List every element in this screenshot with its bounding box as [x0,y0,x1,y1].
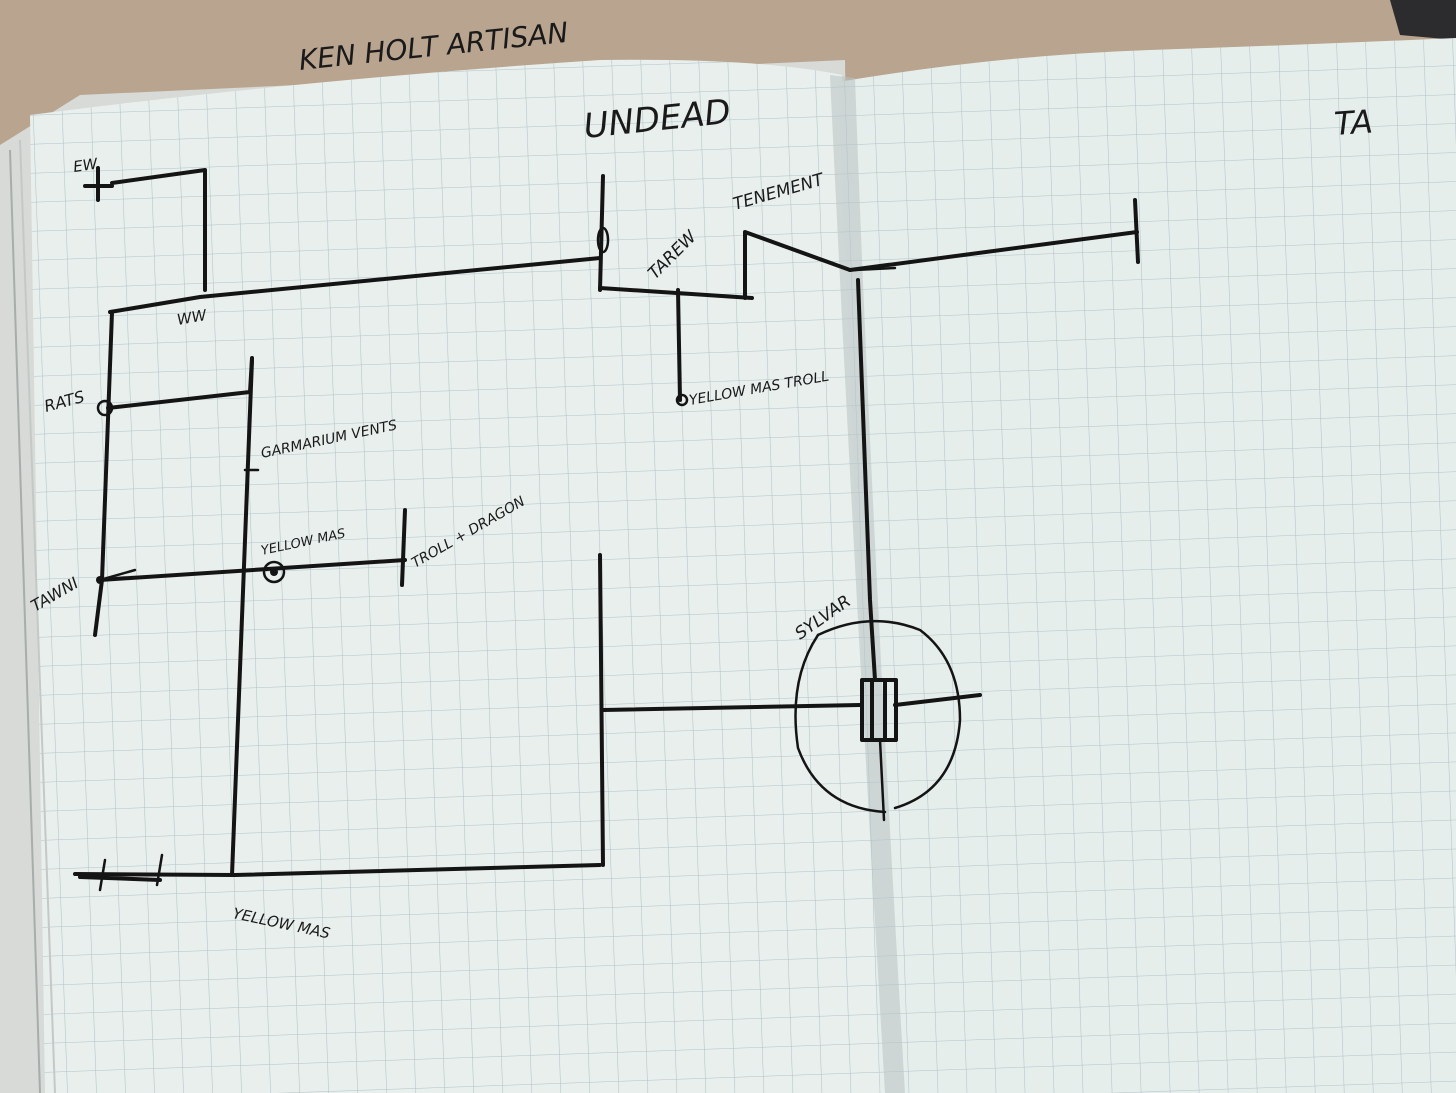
left-page-grid [30,59,880,1093]
heading-ta: TA [1333,102,1374,143]
ew-cross-mark [83,166,114,202]
troll-node [675,393,689,407]
right-page-grid [838,38,1456,1093]
sylvar-feature [794,619,962,822]
yellow-mas-node [262,560,286,584]
dark-object [1390,0,1456,40]
label-ew: EW [72,155,100,176]
label-ww: WW [176,306,209,329]
rats-node [96,399,114,417]
tawni-node [96,576,104,584]
map-nodes [96,226,689,584]
map-lines [73,166,1140,892]
